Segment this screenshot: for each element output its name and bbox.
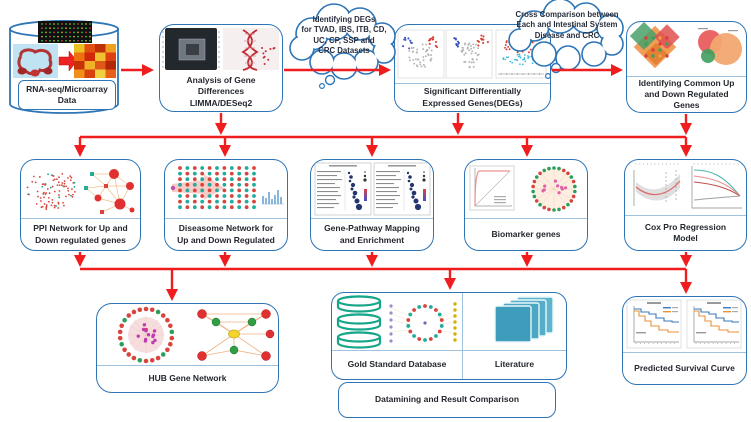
gene-pathway-label: Gene-Pathway Mapping and Enrichment [324, 223, 420, 245]
node-rnaseq-data: RNA-seq/Microarray Data [8, 20, 120, 115]
rnaseq-label: RNA-seq/Microarray Data [18, 80, 116, 110]
ppi-network-image [26, 169, 135, 214]
analysis-label: Analysis of Gene Differences LIMMA/DESeq… [186, 75, 256, 108]
survival-label: Predicted Survival Curve [634, 362, 735, 373]
degs-label: Significant Differentially Expressed Gen… [422, 86, 523, 108]
node-diseasome-network: Diseasome Network for Up and Down Regula… [164, 159, 288, 251]
node-gene-pathway: Gene-Pathway Mapping and Enrichment [310, 159, 434, 251]
overlay-arrow-icon [172, 174, 224, 200]
heatmap-image [74, 44, 116, 78]
cox-label: Cox Pro Regression Model [644, 221, 727, 243]
roc-plot [469, 165, 515, 211]
node-common-genes: Identifying Common Up and Down Regulated… [626, 21, 747, 113]
mini-bar-chart [262, 190, 282, 204]
node-degs: Significant Differentially Expressed Gen… [394, 24, 551, 112]
transform-arrow-icon [58, 50, 78, 72]
venn-diagrams-image [629, 22, 742, 69]
cloud-identifying-text: Identifying DEGs for TVAD, IBS, ITB, CD,… [301, 15, 387, 55]
diseasome-label: Diseasome Network for Up and Down Regula… [177, 223, 275, 245]
enrichment-plots-image [314, 162, 431, 216]
venn-circles-diagram [698, 28, 742, 65]
diseasome-image [170, 166, 284, 210]
datamining-label: Datamining and Result Comparison [374, 394, 520, 405]
cox-plots-image [633, 163, 742, 209]
common-genes-label: Identifying Common Up and Down Regulated… [638, 78, 735, 111]
biomarker-image [469, 165, 577, 212]
hub-network-image [117, 306, 275, 364]
colon-image [13, 44, 58, 78]
node-survival-curve: Predicted Survival Curve [622, 296, 747, 385]
node-analysis: Analysis of Gene Differences LIMMA/DESeq… [159, 24, 283, 112]
cloud-shape-icon [289, 3, 396, 89]
lasso-cv-plot [633, 163, 681, 206]
hub-label: HUB Gene Network [148, 373, 227, 384]
cpu-chip-icon [162, 28, 220, 70]
node-validation-sources: Gold Standard Database Literature [331, 292, 567, 380]
literature-label: Literature [494, 359, 535, 370]
node-datamining: Datamining and Result Comparison [338, 382, 556, 418]
hub-spoke-network [197, 309, 275, 361]
node-cox-model: Cox Pro Regression Model [624, 159, 747, 251]
bipartite-network [388, 301, 457, 343]
literature-image [494, 295, 554, 343]
volcano-plot-2 [445, 29, 493, 79]
callout-cross-comparison: Cross Comparison between Each and Intest… [506, 0, 628, 82]
cloud-cross-text: Cross Comparison between Each and Intest… [515, 10, 619, 40]
gold-standard-image [336, 294, 457, 349]
database-cylinders-icon [336, 294, 381, 349]
chip-dna-image [162, 28, 279, 71]
hub-ring-network [117, 306, 175, 364]
cloud-shape-icon [508, 0, 624, 79]
gold-standard-label: Gold Standard Database [332, 351, 463, 379]
coefficient-paths-plot [691, 163, 742, 209]
venn-grid-diagram [629, 22, 680, 69]
dna-icon [223, 28, 279, 71]
microarray-image [38, 21, 92, 43]
ppi-edges [85, 173, 133, 213]
node-hub-network: HUB Gene Network [96, 303, 279, 393]
stacked-documents-icon [494, 295, 554, 343]
biomarker-ring-network [531, 166, 577, 212]
ppi-label: PPI Network for Up and Down regulated ge… [33, 223, 128, 245]
callout-identifying-degs: Identifying DEGs for TVAD, IBS, ITB, CD,… [286, 2, 402, 90]
volcano-plot-1 [397, 29, 445, 79]
node-ppi-network: PPI Network for Up and Down regulated ge… [20, 159, 141, 251]
survival-plots-image [626, 299, 742, 349]
biomarker-label: Biomarker genes [491, 228, 561, 239]
node-biomarker: Biomarker genes [464, 159, 588, 251]
